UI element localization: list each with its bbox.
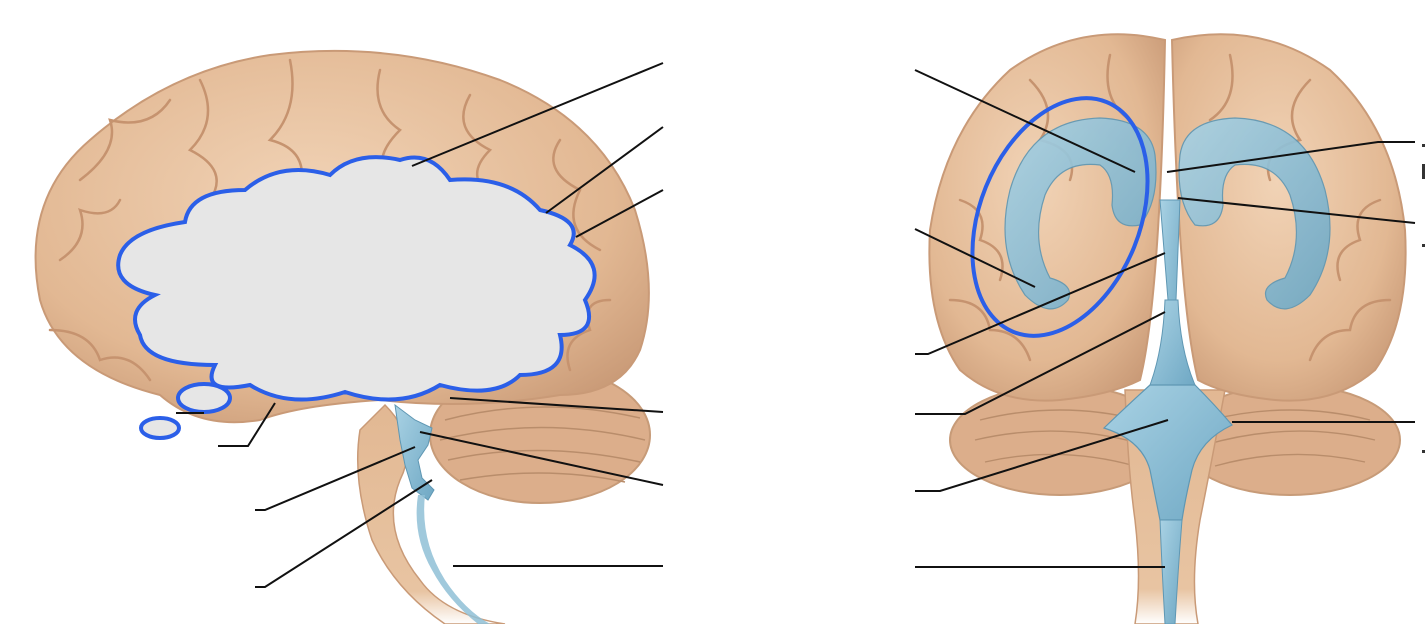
cerebrum-gyri-lateral: [48, 58, 612, 382]
leader-right-8: [1177, 197, 1416, 224]
leader-left-1: [411, 62, 664, 167]
anterior-brain-view: [928, 33, 1407, 624]
leader-right-5: [915, 419, 1169, 492]
cloud-bubble-small: [139, 416, 181, 440]
leader-left-9: [255, 446, 416, 511]
central-canal-anterior: [1159, 519, 1183, 624]
cloud-shape: [116, 155, 597, 402]
left-leader-lines: [176, 62, 664, 588]
lateral-ventricle-left: [1004, 117, 1157, 310]
right-edge-fragments: [1422, 144, 1425, 453]
central-canal-lateral: [416, 495, 490, 624]
label-fragment-4: [1422, 450, 1425, 453]
leader-right-3: [915, 252, 1166, 355]
label-fragment-2: [1422, 164, 1425, 179]
label-fragment-3: [1422, 244, 1425, 247]
highlight-ellipse: [970, 96, 1150, 338]
leader-left-10: [255, 479, 433, 588]
leader-left-8: [218, 402, 276, 447]
leader-left-5: [419, 431, 664, 486]
leader-left-3: [575, 189, 664, 238]
leader-right-2: [914, 228, 1036, 288]
label-fragment-1: [1422, 144, 1425, 147]
cloud-bubble-large: [176, 382, 232, 414]
leader-left-2: [545, 126, 664, 214]
cerebellum-folia: [439, 406, 646, 483]
brainstem-lateral: [356, 403, 506, 624]
fourth-ventricle-lateral: [394, 403, 435, 501]
right-leader-lines: [914, 69, 1416, 568]
leader-right-1: [914, 69, 1136, 173]
leader-left-4: [449, 397, 664, 413]
thought-cloud: [116, 155, 597, 440]
leader-right-4: [915, 311, 1166, 415]
leader-right-7: [1166, 141, 1415, 173]
